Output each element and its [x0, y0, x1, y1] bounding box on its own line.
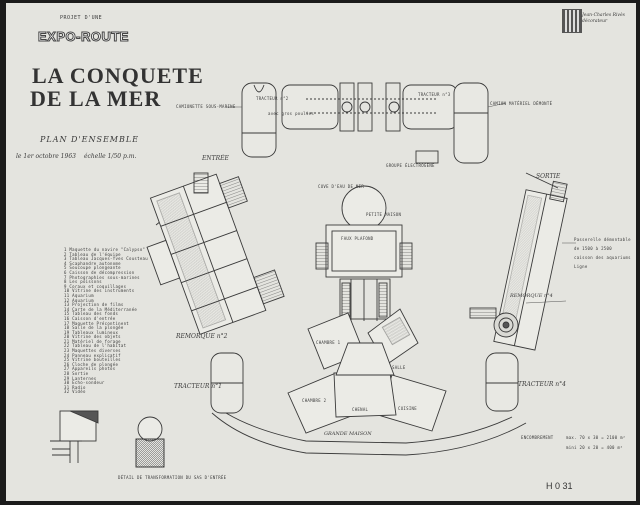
legend-item: 6 Caisson de décompression	[64, 269, 135, 275]
legend-item: 3 Tableau Jacques-Yves Cousteau	[64, 256, 148, 262]
legend-item: 16 Caisson d'entrée	[64, 315, 116, 321]
legend-item: 31 Radio	[64, 384, 86, 390]
legend-item: 7 Photographies sous-marines	[64, 274, 140, 280]
right-notes: Passerelle démontable de 1500 à 2500 caiss…	[574, 235, 634, 271]
right-note: Passerelle démontable	[574, 237, 631, 242]
label-petite-maison: PETITE MAISON	[366, 212, 402, 217]
label-tracteur-4: TRACTEUR n°4	[518, 381, 566, 388]
date-label: le 1er octobre 1963	[16, 153, 76, 160]
right-note: de 1500 à 2500	[574, 246, 612, 251]
label-remorque-2: REMORQUE n°2	[176, 333, 228, 340]
top-convoy	[241, 82, 489, 164]
legend-item: 9 Coraux et coquillages	[64, 283, 127, 289]
floor-plan	[50, 82, 576, 468]
legend-item: 19 Tableaux lumineux	[64, 329, 119, 335]
label-tracteur-2: TRACTEUR n°2	[256, 96, 289, 101]
label-sans-groupe: avec gros poulies	[268, 111, 315, 116]
legend-item: 8 Les poissons	[64, 279, 102, 285]
detail-sas	[50, 410, 165, 468]
label-chambre-1: CHAMBRE 1	[316, 340, 341, 345]
legend-item: 32 Vidéo	[64, 389, 86, 395]
legend-list: 1 Maquette du navire "Calypso"2 Tableau …	[64, 247, 148, 395]
right-note: caisson des aquariums	[574, 255, 631, 260]
legend-item: 14 Carte de la Méditerranée	[64, 306, 138, 312]
label-camion: CAMION MATÉRIEL DÉMONTÉ	[490, 101, 553, 106]
label-tracteur-1: TRACTEUR n°1	[174, 383, 222, 390]
legend-item: 10 Vitrine des instruments	[64, 288, 135, 294]
scale-label: échelle 1/50 p.m.	[84, 153, 137, 160]
legend-item: 30 Echo-sondeur	[64, 380, 105, 386]
project-label: PROJET D'UNE	[60, 15, 103, 21]
legend-item: 27 Appareils photos	[64, 366, 116, 372]
legend-item: 26 Cloche de plongée	[64, 361, 119, 367]
legend-item: 28 Sortie	[64, 371, 89, 377]
label-chambre-2: CHAMBRE 2	[302, 398, 327, 403]
legend-item: 13 Projection de films	[64, 302, 124, 308]
label-detail: DÉTAIL DE TRANSFORMATION DU SAS D'ENTRÉE	[118, 475, 227, 480]
legend-item: 17 Maquette Précontinent	[64, 320, 129, 326]
label-remorque-4: REMORQUE n°4	[510, 293, 553, 299]
legend-item: 21 Matériel de forage	[64, 338, 121, 344]
legend-item: 15 Tableau des fonds	[64, 311, 119, 317]
label-sortie: SORTIE	[536, 173, 561, 180]
legend-item: 11 Aquarium	[64, 292, 94, 298]
expo-title: EXPO-ROUTE	[38, 29, 129, 45]
remorque-4	[493, 180, 568, 351]
legend-item: 2 Tableau de l'équipe	[64, 251, 121, 257]
encombrement-label: ENCOMBREMENT	[521, 435, 554, 440]
tracteur-4	[485, 352, 519, 412]
legend-item: 23 Maquettes diverses	[64, 348, 121, 354]
label-cuisine: CUISINE	[398, 406, 417, 411]
legend-item: 25 Vitrine bouteilles	[64, 357, 121, 363]
encombrement-max: max. 70 x 30 = 2100 m²	[566, 435, 626, 440]
label-tracteur-3: TRACTEUR n°3	[418, 92, 451, 97]
legend-item: 24 Panneau explicatif	[64, 352, 121, 358]
label-chenal: CHENAL	[352, 407, 369, 412]
central-building	[287, 185, 447, 434]
right-note: Ligne	[574, 264, 588, 269]
drawing-sheet: PROJET D'UNE EXPO-ROUTE LA CONQUETE DE D…	[6, 3, 636, 501]
label-cuve-mer: CUVE D'EAU DE MER	[318, 184, 365, 189]
remorque-2	[146, 173, 285, 335]
legend-item: 18 Salle de la plongée	[64, 325, 124, 331]
signature-stamp	[562, 9, 582, 33]
label-entree: ENTRÉE	[202, 155, 229, 162]
title-line2: DE LA MER	[30, 86, 162, 111]
label-grande-maison: GRANDE MAISON	[324, 431, 372, 437]
label-faux-plafond: FAUX PLAFOND	[341, 236, 374, 241]
encombrement-min: mini 20 x 20 = 400 m²	[566, 445, 623, 450]
legend-item: 1 Maquette du navire "Calypso"	[64, 247, 146, 252]
label-salle: SALLE	[392, 365, 406, 370]
label-camionette: CAMIONETTE SOUS-MARINE	[176, 104, 236, 109]
plan-title: PLAN D'ENSEMBLE	[40, 135, 140, 144]
legend-item: 20 Vitrine des objets	[64, 334, 121, 340]
legend-item: 22 Tableau de l'habitat	[64, 343, 127, 349]
label-groupe-electrogene: GROUPE ÉLECTROGÈNE	[386, 163, 435, 168]
sheet-number: H 0 31	[546, 481, 573, 491]
legend-item: 29 Lanternes	[64, 375, 97, 381]
title-line1: LA CONQUETE	[32, 63, 204, 88]
title-du: DE	[146, 91, 152, 96]
signature: Jean-Charles Rivès décorateur	[582, 13, 625, 24]
legend-item: 5 Soucoupe plongeante	[64, 265, 121, 271]
legend-item: 4 Scaphandre autonome	[64, 260, 121, 266]
legend-item: 12 Aquarium	[64, 297, 94, 303]
